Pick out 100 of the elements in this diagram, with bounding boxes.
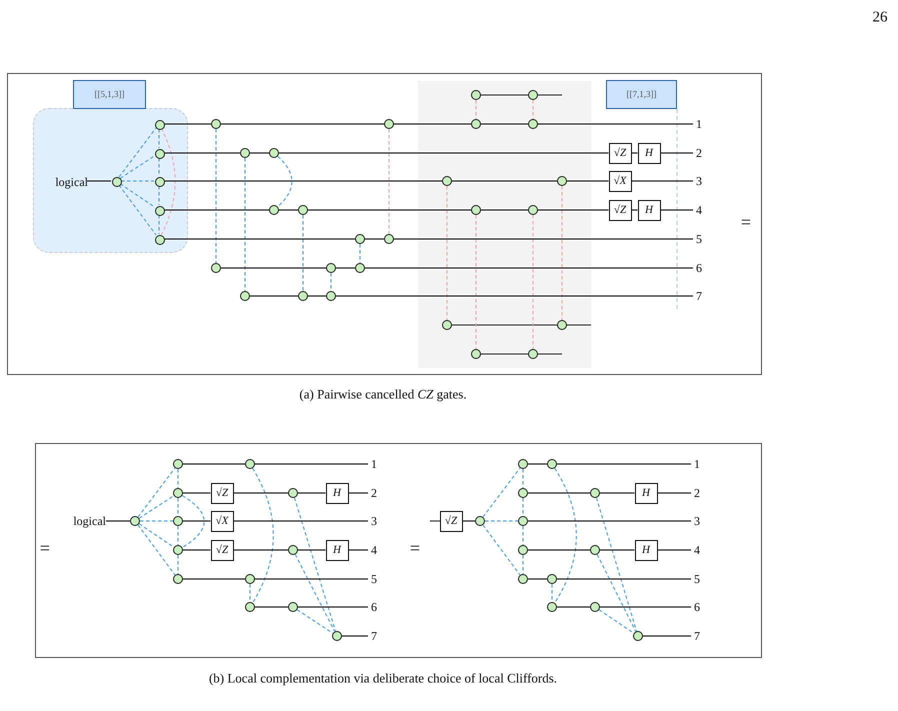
wire-line bbox=[182, 492, 211, 494]
caption: (b) Local complementation via deliberate choice of local Cliffords. bbox=[208, 672, 558, 684]
wire-number: 2 bbox=[368, 486, 380, 500]
dashed-connector bbox=[554, 468, 577, 604]
gate-box: √Z bbox=[608, 200, 632, 220]
dashed-connector bbox=[598, 609, 634, 634]
dashed-connector bbox=[522, 554, 524, 574]
gate-box: H bbox=[638, 200, 660, 220]
dashed-connector bbox=[596, 554, 636, 632]
wire-line bbox=[657, 492, 692, 494]
dashed-connector bbox=[252, 468, 274, 604]
dashed-connector bbox=[522, 498, 524, 516]
gate-box: H bbox=[326, 482, 348, 504]
equals-sign: = bbox=[410, 539, 420, 557]
wire-number: 4 bbox=[691, 543, 703, 557]
wire-line bbox=[462, 520, 476, 522]
code-label: [[7,1,3]] bbox=[606, 80, 677, 109]
page-number: 26 bbox=[872, 10, 888, 26]
wire-number: 3 bbox=[691, 514, 703, 528]
wire-number: 6 bbox=[693, 261, 705, 275]
dashed-connector bbox=[140, 520, 174, 522]
input-label: logical bbox=[66, 513, 106, 529]
dashed-connector bbox=[294, 497, 336, 632]
dashed-connector bbox=[330, 272, 332, 292]
wire-number: 5 bbox=[368, 572, 380, 586]
wire-number: 7 bbox=[368, 629, 380, 643]
wire-line bbox=[254, 606, 368, 608]
dashed-connector bbox=[138, 523, 174, 548]
equals-sign: = bbox=[40, 539, 50, 557]
dashed-connector bbox=[158, 186, 160, 206]
dashed-connector bbox=[277, 156, 292, 208]
wire-line bbox=[182, 578, 368, 580]
dashed-connector bbox=[482, 524, 521, 576]
wire-line bbox=[182, 520, 211, 522]
gate-box: √Z bbox=[608, 142, 632, 164]
wire-line bbox=[528, 578, 692, 580]
dashed-connector bbox=[118, 128, 156, 178]
wire-line bbox=[164, 180, 609, 182]
gate-box: H bbox=[326, 540, 348, 560]
wire-number: 6 bbox=[368, 600, 380, 614]
wire-line bbox=[631, 180, 694, 182]
dashed-connector bbox=[137, 524, 176, 576]
dashed-connector bbox=[532, 100, 534, 120]
gate-box: H bbox=[634, 482, 658, 504]
dashed-connector bbox=[482, 468, 520, 518]
gate-box: √X bbox=[608, 170, 632, 192]
wire-line bbox=[631, 152, 638, 154]
dashed-connector bbox=[120, 180, 154, 182]
wire-line bbox=[106, 520, 130, 522]
gate-box: √Z bbox=[210, 540, 234, 560]
dashed-connector bbox=[522, 526, 524, 546]
dashed-connector bbox=[532, 214, 534, 350]
gate-box: H bbox=[638, 142, 660, 164]
code-label: [[5,1,3]] bbox=[73, 80, 146, 109]
wire-number: 7 bbox=[691, 629, 703, 643]
wire-number: 3 bbox=[368, 514, 380, 528]
dashed-connector bbox=[484, 520, 518, 522]
code-region bbox=[33, 108, 188, 253]
gate-box: H bbox=[634, 540, 658, 560]
wire-number: 6 bbox=[691, 600, 703, 614]
wire-line bbox=[233, 492, 326, 494]
wire-line bbox=[164, 152, 609, 154]
wire-number: 2 bbox=[691, 486, 703, 500]
dashed-connector bbox=[244, 158, 246, 292]
dashed-connector bbox=[302, 214, 304, 292]
dashed-connector bbox=[120, 155, 156, 179]
wire-number: 4 bbox=[368, 543, 380, 557]
wire-number: 1 bbox=[693, 117, 705, 131]
input-label: logical bbox=[48, 174, 88, 190]
wire-line bbox=[528, 520, 692, 522]
dashed-connector bbox=[596, 497, 638, 632]
dashed-connector bbox=[160, 128, 176, 236]
dashed-connector bbox=[294, 554, 336, 632]
dashed-connector bbox=[296, 609, 334, 634]
wire-number: 7 bbox=[693, 289, 705, 303]
dashed-connector bbox=[182, 495, 205, 548]
dashed-connector bbox=[138, 495, 174, 519]
gate-box: √X bbox=[210, 510, 234, 532]
dashed-connector bbox=[158, 158, 160, 176]
wire-number: 1 bbox=[368, 457, 380, 471]
wire-number: 5 bbox=[693, 232, 705, 246]
wire-number: 1 bbox=[691, 457, 703, 471]
wire-number: 4 bbox=[693, 203, 705, 217]
wire-line bbox=[528, 492, 635, 494]
shaded-region bbox=[418, 81, 591, 368]
wire-line bbox=[348, 492, 368, 494]
wire-line bbox=[233, 520, 368, 522]
wire-number: 2 bbox=[693, 146, 705, 160]
wire-number: 3 bbox=[693, 174, 705, 188]
wire-line bbox=[164, 238, 694, 240]
caption: (a) Pairwise cancelled CZ gates. bbox=[299, 388, 467, 400]
dashed-connector bbox=[388, 128, 390, 234]
dashed-connector bbox=[120, 183, 156, 208]
wire-number: 5 bbox=[691, 572, 703, 586]
wire-line bbox=[86, 180, 112, 182]
wire-line bbox=[660, 152, 694, 154]
dashed-connector bbox=[158, 214, 160, 234]
dashed-connector bbox=[522, 468, 524, 488]
dashed-connector bbox=[158, 128, 160, 148]
dashed-connector bbox=[138, 468, 176, 518]
